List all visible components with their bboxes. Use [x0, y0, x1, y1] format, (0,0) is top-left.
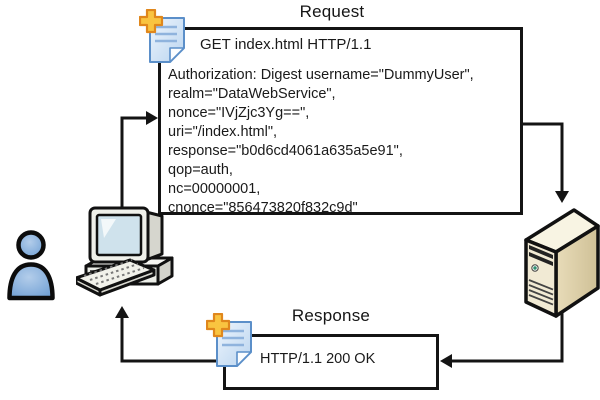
auth-header-line: uri="/index.html",: [168, 124, 278, 140]
client-computer-icon: [76, 206, 174, 297]
authorization-header: Authorization: Digest username="DummyUse…: [168, 66, 474, 218]
arrowhead-down: [555, 191, 569, 203]
response-status-line: HTTP/1.1 200 OK: [260, 351, 376, 367]
arrow-client-to-request: [120, 116, 147, 208]
server-icon: [524, 208, 600, 318]
auth-header-line: cnonce="856473820f832c9d": [168, 200, 358, 216]
new-document-icon: [139, 9, 185, 63]
user-icon: [7, 230, 55, 301]
arrowhead-right: [146, 111, 158, 125]
response-title: Response: [291, 306, 371, 325]
auth-header-line: qop=auth,: [168, 162, 233, 178]
plus-icon: [206, 313, 231, 338]
arrowhead-left: [440, 354, 452, 368]
auth-header-line: response="b0d6cd4061a635a5e91",: [168, 143, 403, 159]
arrowhead-up: [115, 306, 129, 318]
response-box: HTTP/1.1 200 OK: [223, 334, 439, 390]
request-box: GET index.html HTTP/1.1 Authorization: D…: [158, 27, 523, 218]
arrow-request-to-server: [523, 122, 564, 192]
new-document-icon: [206, 313, 252, 367]
auth-header-line: Authorization: Digest username="DummyUse…: [168, 67, 474, 83]
auth-header-line: nonce="IVjZjc3Yg==",: [168, 105, 310, 121]
auth-header-line: nc=00000001,: [168, 181, 261, 197]
arrow-server-to-response: [451, 308, 564, 363]
request-line: GET index.html HTTP/1.1: [200, 36, 372, 53]
auth-header-line: realm="DataWebService",: [168, 86, 336, 102]
request-title: Request: [299, 2, 365, 21]
plus-icon: [139, 9, 164, 34]
arrow-response-to-client: [120, 318, 225, 363]
